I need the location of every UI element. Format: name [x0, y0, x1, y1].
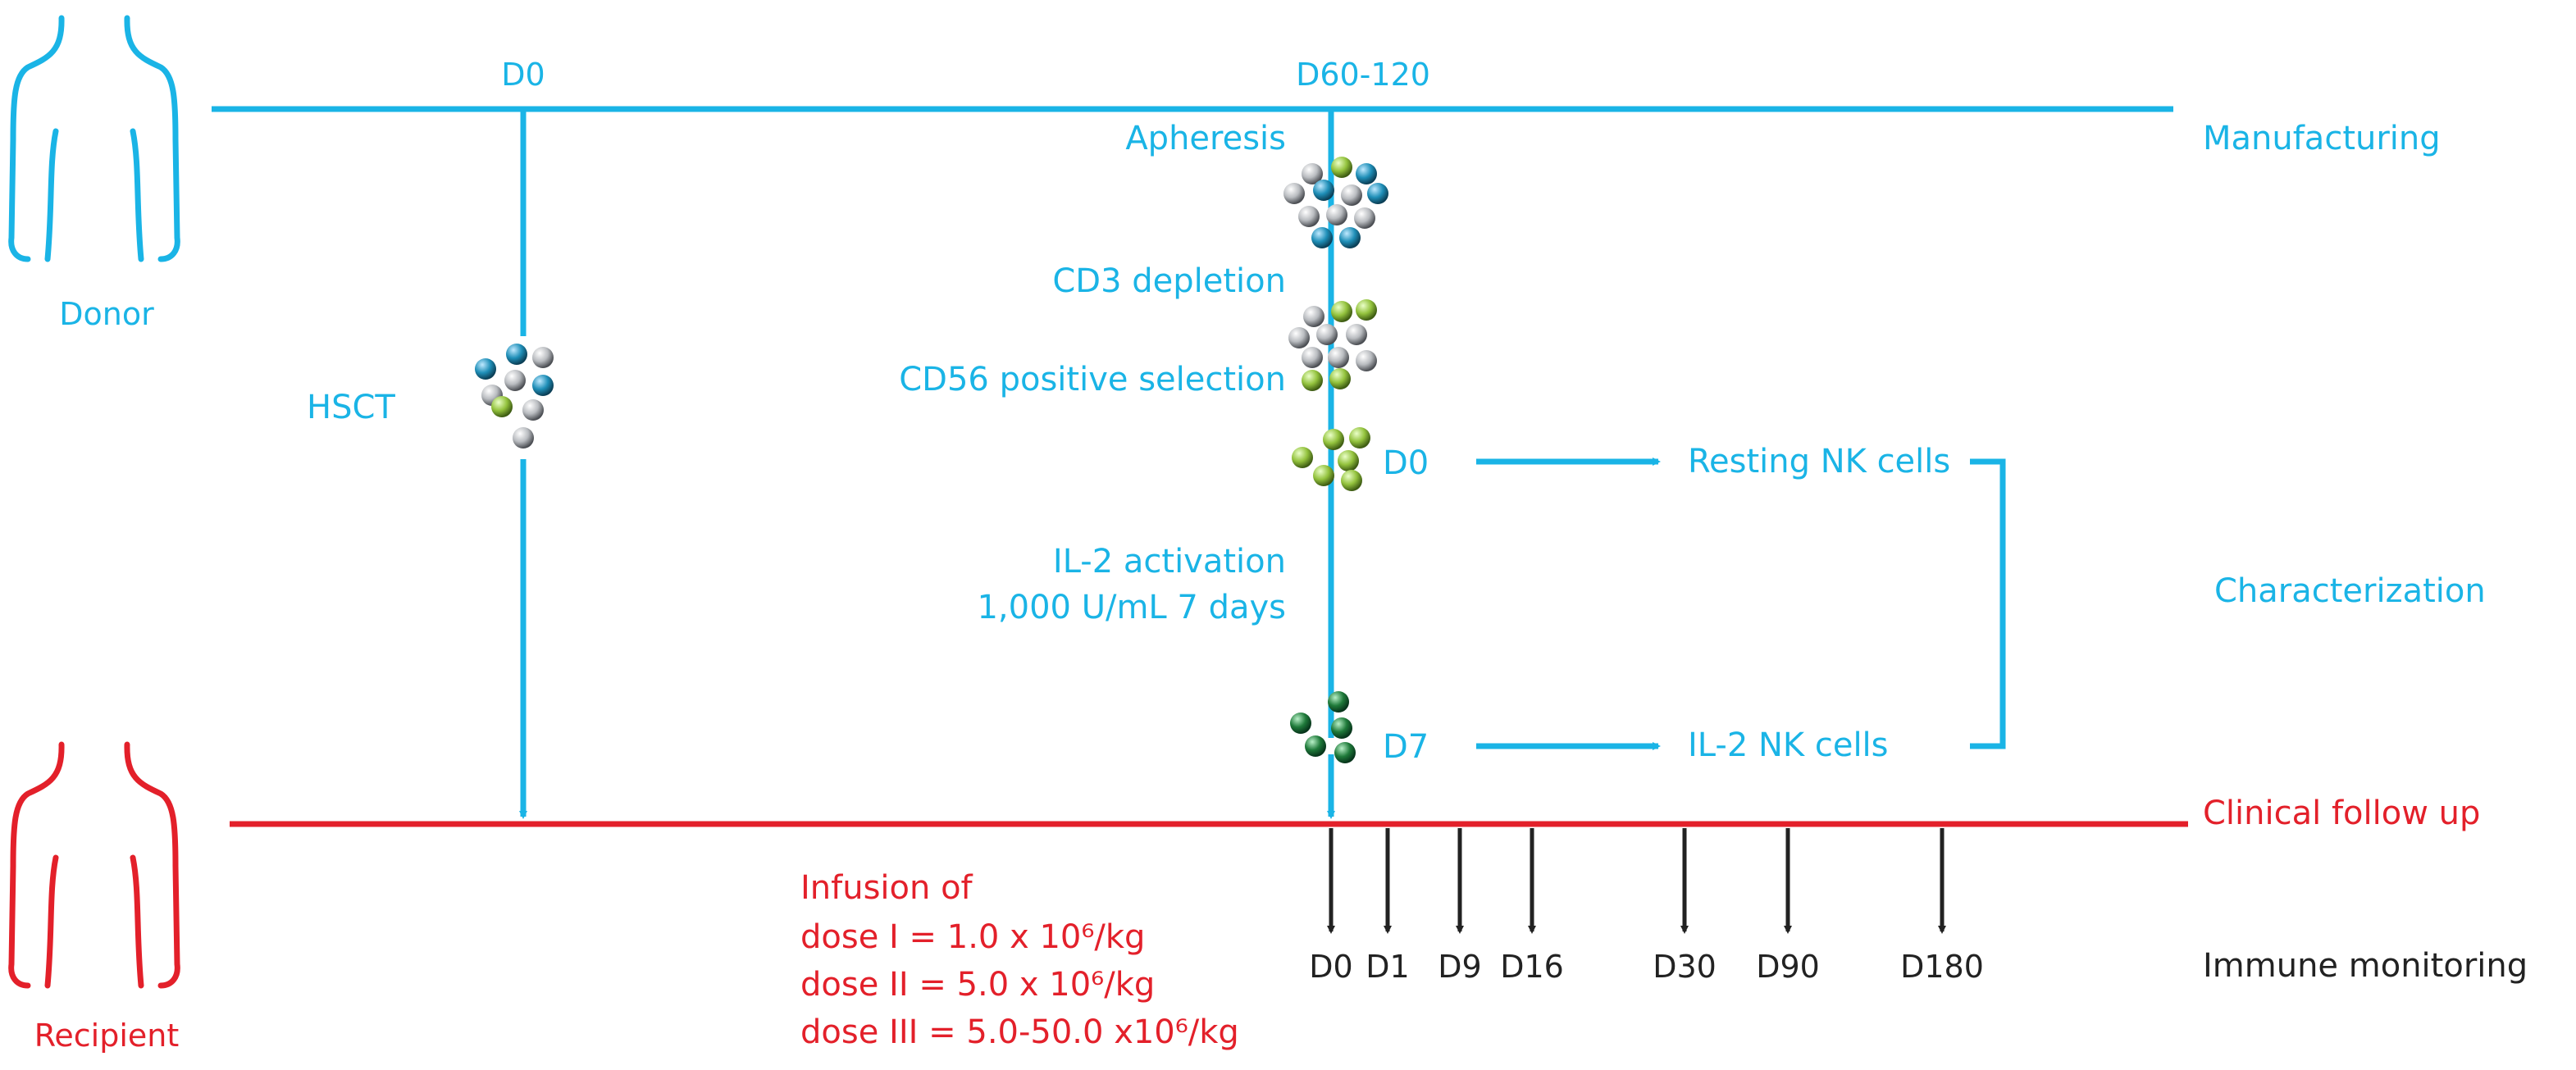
cell-dot [1341, 184, 1362, 206]
monitoring-day-label: D16 [1500, 949, 1564, 985]
cell-dot [532, 347, 554, 368]
clinical-follow-up-label: Clinical follow up [2203, 795, 2480, 832]
immune-monitoring-label: Immune monitoring [2203, 947, 2528, 985]
cluster-cd3-depleted [1288, 299, 1377, 391]
apheresis-label: Apheresis [1125, 120, 1286, 157]
timeline-d0-label: D0 [501, 57, 545, 93]
cell-dot [1346, 324, 1367, 345]
resting-nk-label: Resting NK cells [1688, 443, 1950, 480]
recipient-label: Recipient [34, 1018, 180, 1054]
cell-dot [513, 427, 534, 448]
cell-dot [1313, 180, 1334, 201]
cell-dot [1323, 429, 1344, 450]
cell-dot [1331, 157, 1352, 178]
cell-dot [1349, 427, 1370, 448]
cell-dot [1302, 347, 1323, 368]
monitoring-day-label: D9 [1438, 949, 1481, 985]
infusion-title: Infusion of [800, 869, 973, 907]
cd56-selection-label: CD56 positive selection [899, 361, 1286, 398]
infusion-dose-1: dose I = 1.0 x 10⁶/kg [800, 918, 1145, 956]
cell-dot [1298, 206, 1320, 227]
characterization-label: Characterization [2214, 572, 2486, 610]
product-d7-label: D7 [1383, 728, 1429, 766]
timeline-d60-120-label: D60-120 [1296, 57, 1430, 93]
cell-dot [1338, 450, 1359, 471]
donor-body-icon [8, 15, 180, 262]
cell-dot [1311, 227, 1333, 248]
cell-dot [1334, 742, 1356, 763]
cell-dot [1290, 713, 1311, 734]
cell-dot [1356, 299, 1377, 321]
cell-dot [1356, 350, 1377, 371]
cluster-il2-nk [1290, 691, 1356, 763]
cluster-hsct [475, 344, 554, 448]
cell-dot [1356, 163, 1377, 184]
cell-dot [1354, 207, 1375, 229]
monitoring-day-label: D90 [1756, 949, 1820, 985]
cell-dot [1326, 204, 1347, 225]
cluster-apheresis [1283, 157, 1388, 248]
cell-dot [1292, 447, 1313, 468]
cell-dot [506, 344, 527, 365]
monitoring-day-label: D1 [1366, 949, 1409, 985]
monitoring-day-label: D30 [1653, 949, 1717, 985]
cell-dot [1288, 327, 1310, 348]
infusion-dose-3: dose III = 5.0-50.0 x10⁶/kg [800, 1013, 1239, 1051]
manufacturing-label: Manufacturing [2203, 120, 2441, 157]
cell-dot [1367, 183, 1388, 204]
cell-dot [504, 370, 526, 391]
product-d0-label: D0 [1383, 444, 1429, 482]
cell-dot [1302, 370, 1323, 391]
cell-dot [1328, 347, 1349, 368]
cell-dot [522, 399, 544, 421]
infusion-dose-2: dose II = 5.0 x 10⁶/kg [800, 966, 1155, 1004]
cell-dot [1329, 368, 1351, 389]
cell-dot [1339, 227, 1361, 248]
cell-dot [1302, 163, 1323, 184]
cell-dot [1316, 324, 1338, 345]
cell-dot [1303, 306, 1324, 327]
hsct-label: HSCT [307, 389, 395, 426]
monitoring-day-label: D180 [1900, 949, 1984, 985]
cell-dot [1331, 301, 1352, 322]
il2-nk-label: IL-2 NK cells [1688, 726, 1889, 764]
cell-dot [1305, 735, 1326, 757]
cell-dot [1341, 470, 1362, 491]
il2-dose-label: 1,000 U/mL 7 days [977, 589, 1286, 626]
cluster-resting-nk [1292, 427, 1370, 491]
cell-dot [532, 375, 554, 396]
monitoring-day-label: D0 [1309, 949, 1352, 985]
characterization-bracket [1970, 458, 2006, 749]
cell-dot [1331, 717, 1352, 739]
cell-dot [491, 396, 513, 417]
monitoring-days: D0 D1 D9 D16 D30 D90 D180 [1309, 828, 1984, 985]
il2-activation-label: IL-2 activation [1053, 543, 1286, 581]
cd3-depletion-label: CD3 depletion [1052, 262, 1286, 300]
cell-dot [1313, 465, 1334, 486]
donor-label: Donor [59, 296, 154, 332]
cell-dot [1328, 691, 1349, 713]
cell-dot [475, 358, 496, 380]
cell-dot [1283, 183, 1305, 204]
recipient-body-icon [8, 741, 180, 989]
